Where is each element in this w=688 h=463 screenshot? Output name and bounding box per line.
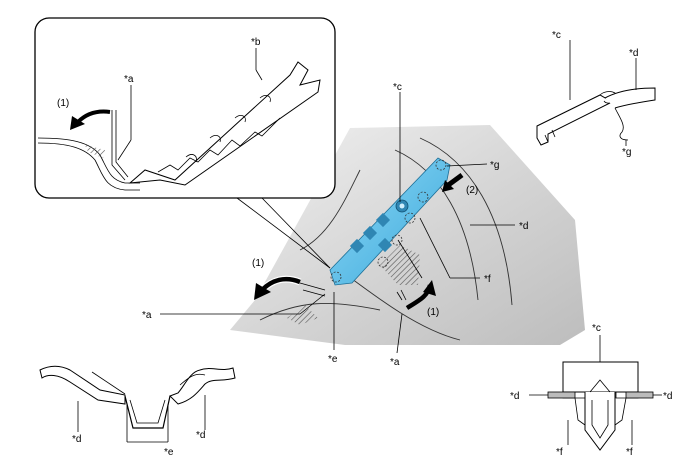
label-b: *b — [251, 37, 261, 48]
label-f-bottom-right-2: *f — [626, 447, 633, 458]
label-a-main-left: *a — [142, 310, 152, 321]
label-g-main: *g — [490, 160, 499, 171]
label-d-bottom-right-2: *d — [663, 391, 672, 402]
label-f-main: *f — [484, 274, 491, 285]
switch-base-part — [128, 61, 321, 186]
label-c-bottom-right: *c — [592, 323, 601, 334]
label-e-main: *e — [328, 354, 338, 365]
clip-cross-section-bottom-right — [529, 335, 662, 451]
label-a-callout: *a — [124, 74, 134, 85]
label-a-main-bottom: *a — [390, 357, 400, 368]
label-c-top-right: *c — [552, 30, 561, 41]
clip-location-markers — [330, 159, 447, 283]
power-window-switch-assembly — [329, 157, 451, 286]
screwdriver-tool — [111, 110, 126, 181]
step-1-right: (1) — [427, 307, 439, 318]
label-c-main: *c — [393, 82, 402, 93]
label-d-bottom-right-1: *d — [510, 391, 519, 402]
detail-callout-box — [34, 17, 336, 269]
step-1-left: (1) — [252, 258, 264, 269]
pry-arrow-left — [254, 275, 326, 300]
step-1-callout: (1) — [57, 98, 69, 109]
pry-direction-arrow — [76, 109, 111, 124]
label-e-bottom-left: *e — [164, 447, 174, 458]
label-d-main: *d — [519, 221, 528, 232]
label-d-top-right: *d — [629, 48, 638, 59]
remove-arrow-two — [442, 172, 464, 192]
cross-section-bottom-left — [39, 365, 236, 443]
label-f-bottom-right-1: *f — [556, 447, 563, 458]
label-g-top-right: *g — [622, 147, 631, 158]
clip-detail-top-right — [536, 40, 656, 146]
pry-arrow-right — [396, 280, 436, 310]
label-d-bottom-left-2: *d — [196, 430, 205, 441]
leader-lines — [117, 48, 515, 354]
hatched-section — [85, 145, 105, 158]
hatched-clip-area — [380, 245, 420, 285]
label-d-bottom-left-1: *d — [72, 434, 81, 445]
step-2: (2) — [466, 185, 478, 196]
hatched-clip-area — [287, 305, 318, 325]
